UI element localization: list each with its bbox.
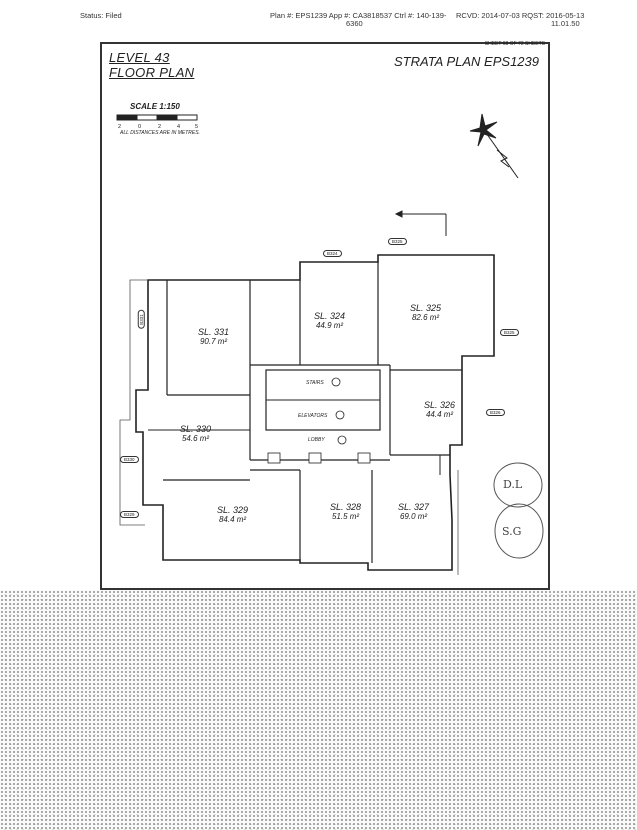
status-text: Status: Filed (80, 11, 122, 20)
bubble-b325-top: B325 (388, 238, 407, 245)
bubble-b331: B331 (137, 310, 145, 329)
scale-tick: 5 (195, 124, 199, 130)
arrow-marker-icon (394, 210, 447, 236)
bubble-b326: B326 (486, 409, 505, 416)
strata-plan-title: STRATA PLAN EPS1239 (394, 54, 539, 69)
scale-label: SCALE 1:150 (130, 102, 180, 111)
received-info: RCVD: 2014-07-03 RQST: 2016-05-13 (456, 11, 585, 20)
bubble-b324: B324 (323, 250, 342, 257)
sheet-number: SHEET 68 OF 72 SHEETS (484, 41, 545, 47)
north-arrow-icon (469, 113, 519, 179)
bubble-b325-right: B325 (500, 329, 519, 336)
plan-info-ctrl: 6360 (346, 19, 363, 28)
level-title: LEVEL 43 (109, 50, 170, 65)
scale-bar (116, 114, 198, 121)
scale-tick: 4 (177, 124, 181, 130)
plan-sheet: SHEET 68 OF 72 SHEETS LEVEL 43 FLOOR PLA… (100, 41, 550, 590)
floor-plan-title: FLOOR PLAN (109, 65, 195, 80)
scale-tick: 2 (118, 124, 122, 130)
initials-sg: S.G (502, 525, 522, 538)
initials-circle-1 (493, 462, 543, 508)
scale-tick: 0 (138, 124, 142, 130)
scan-noise-overlay (0, 590, 637, 830)
bubble-b330: B330 (120, 456, 139, 463)
scale-tick: 2 (158, 124, 162, 130)
lobby-symbols (267, 377, 371, 464)
bubble-b329: B329 (120, 511, 139, 518)
scale-note: ALL DISTANCES ARE IN METRES. (120, 130, 200, 136)
lobby-label: LOBBY (308, 437, 325, 443)
building-outline (135, 254, 495, 571)
plan-info: Plan #: EPS1239 App #: CA3818537 Ctrl #:… (270, 11, 447, 20)
received-time: 11.01.50 (551, 19, 580, 28)
stairs-label: STAIRS (306, 380, 324, 386)
initials-dl: D.L (503, 478, 523, 491)
initials-circle-2 (494, 503, 544, 559)
elevators-label: ELEVATORS (298, 413, 328, 419)
